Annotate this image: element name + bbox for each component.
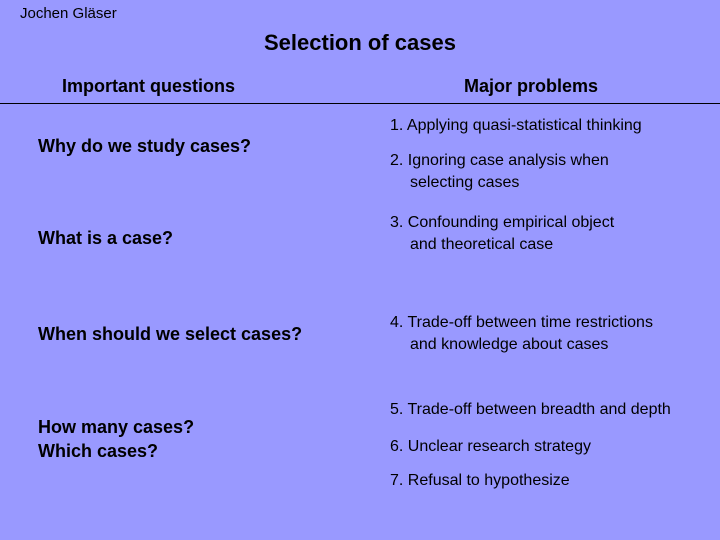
problem-item: 7. Refusal to hypothesize	[390, 470, 570, 492]
question-item: When should we select cases?	[38, 322, 302, 346]
question-item: Why do we study cases?	[38, 134, 251, 158]
column-header-problems: Major problems	[464, 76, 599, 96]
problem-item: 3. Confounding empirical object and theo…	[390, 212, 614, 256]
problem-line: 5. Trade-off between breadth and depth	[390, 401, 671, 418]
problem-line: 7. Refusal to hypothesize	[390, 472, 570, 489]
problem-line: 3. Confounding empirical object	[390, 214, 615, 231]
problem-line: 2. Ignoring case analysis when	[390, 152, 609, 169]
problem-item: 2. Ignoring case analysis when selecting…	[390, 150, 609, 194]
header-divider	[0, 103, 720, 104]
question-line: When should we select cases?	[38, 324, 303, 344]
question-item: What is a case?	[38, 226, 173, 250]
problem-line: 1. Applying quasi-statistical thinking	[390, 117, 642, 134]
problem-line: and theoretical case	[410, 236, 554, 253]
problem-line: and knowledge about cases	[410, 336, 609, 353]
problem-line: selecting cases	[410, 174, 520, 191]
problem-line: 6. Unclear research strategy	[390, 438, 591, 455]
question-line: How many cases?	[38, 417, 195, 437]
question-line: Why do we study cases?	[38, 136, 252, 156]
problem-item: 5. Trade-off between breadth and depth	[390, 399, 671, 421]
slide-title: Selection of cases	[264, 30, 456, 55]
problem-line: 4. Trade-off between time restrictions	[390, 314, 653, 331]
problem-item: 1. Applying quasi-statistical thinking	[390, 115, 642, 137]
question-line: What is a case?	[38, 228, 174, 248]
question-item: How many cases? Which cases?	[38, 415, 194, 463]
question-line: Which cases?	[38, 441, 159, 461]
author-name: Jochen Gläser	[20, 5, 117, 22]
problem-item: 6. Unclear research strategy	[390, 436, 591, 458]
problem-item: 4. Trade-off between time restrictions a…	[390, 312, 653, 356]
column-header-questions: Important questions	[62, 76, 236, 96]
